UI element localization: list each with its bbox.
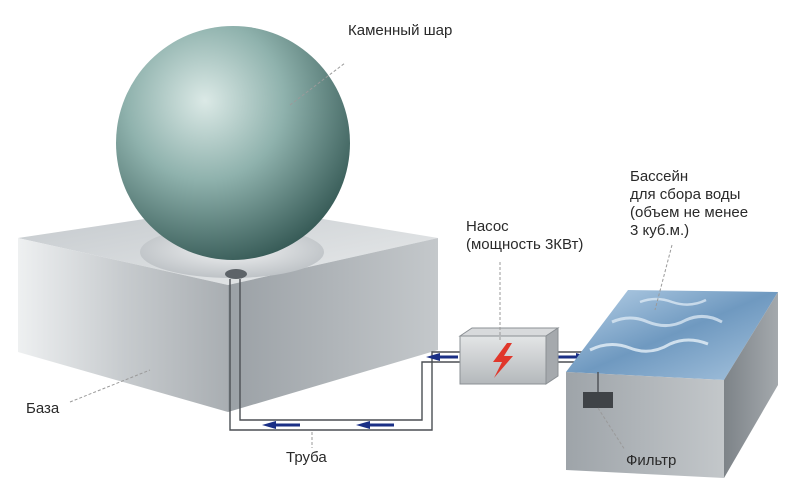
pool-water-surface <box>566 290 778 380</box>
arrow-left-icon <box>426 353 458 361</box>
leader-base <box>69 369 151 403</box>
lightning-bolt-icon <box>493 343 513 378</box>
leader-pool <box>654 244 673 311</box>
arrow-left-icon <box>356 421 394 429</box>
arrow-left-icon <box>262 421 300 429</box>
label-pool-line1: Бассейн <box>630 168 689 185</box>
base-front-face <box>18 238 228 412</box>
leader-filter <box>597 407 626 451</box>
filter-box <box>583 392 613 408</box>
leader-lines <box>69 62 673 451</box>
pump-side <box>545 327 559 385</box>
label-pump: Насос (мощность 3КВт) <box>466 218 583 254</box>
label-pump-line2: (мощность 3КВт) <box>466 236 584 253</box>
label-base: База <box>26 400 60 417</box>
water-ripple <box>611 315 723 327</box>
label-stone-ball: Каменный шар <box>348 22 453 39</box>
label-pool: Бассейн для сбора воды (объем не менее 3… <box>630 168 748 240</box>
pipe-outer <box>229 279 462 431</box>
label-pipe: Труба <box>286 449 327 466</box>
label-pool-line4: 3 куб.м.) <box>630 222 690 239</box>
stone-ball <box>116 26 350 260</box>
label-pool-line2: для сбора воды <box>630 186 741 203</box>
pipe-inner <box>239 279 462 421</box>
label-pool-line3: (объем не менее <box>630 204 749 221</box>
leader-ball <box>289 62 346 106</box>
base-right-face <box>228 238 438 412</box>
pump-top <box>458 327 560 337</box>
water-ripple <box>639 297 707 306</box>
label-pump-line1: Насос <box>466 218 509 235</box>
water-ripple <box>589 338 709 353</box>
pool <box>566 290 778 478</box>
pump <box>458 327 560 385</box>
pipe-outlet <box>225 269 247 279</box>
label-filter: Фильтр <box>626 452 677 469</box>
pool-right-wall <box>724 292 778 478</box>
